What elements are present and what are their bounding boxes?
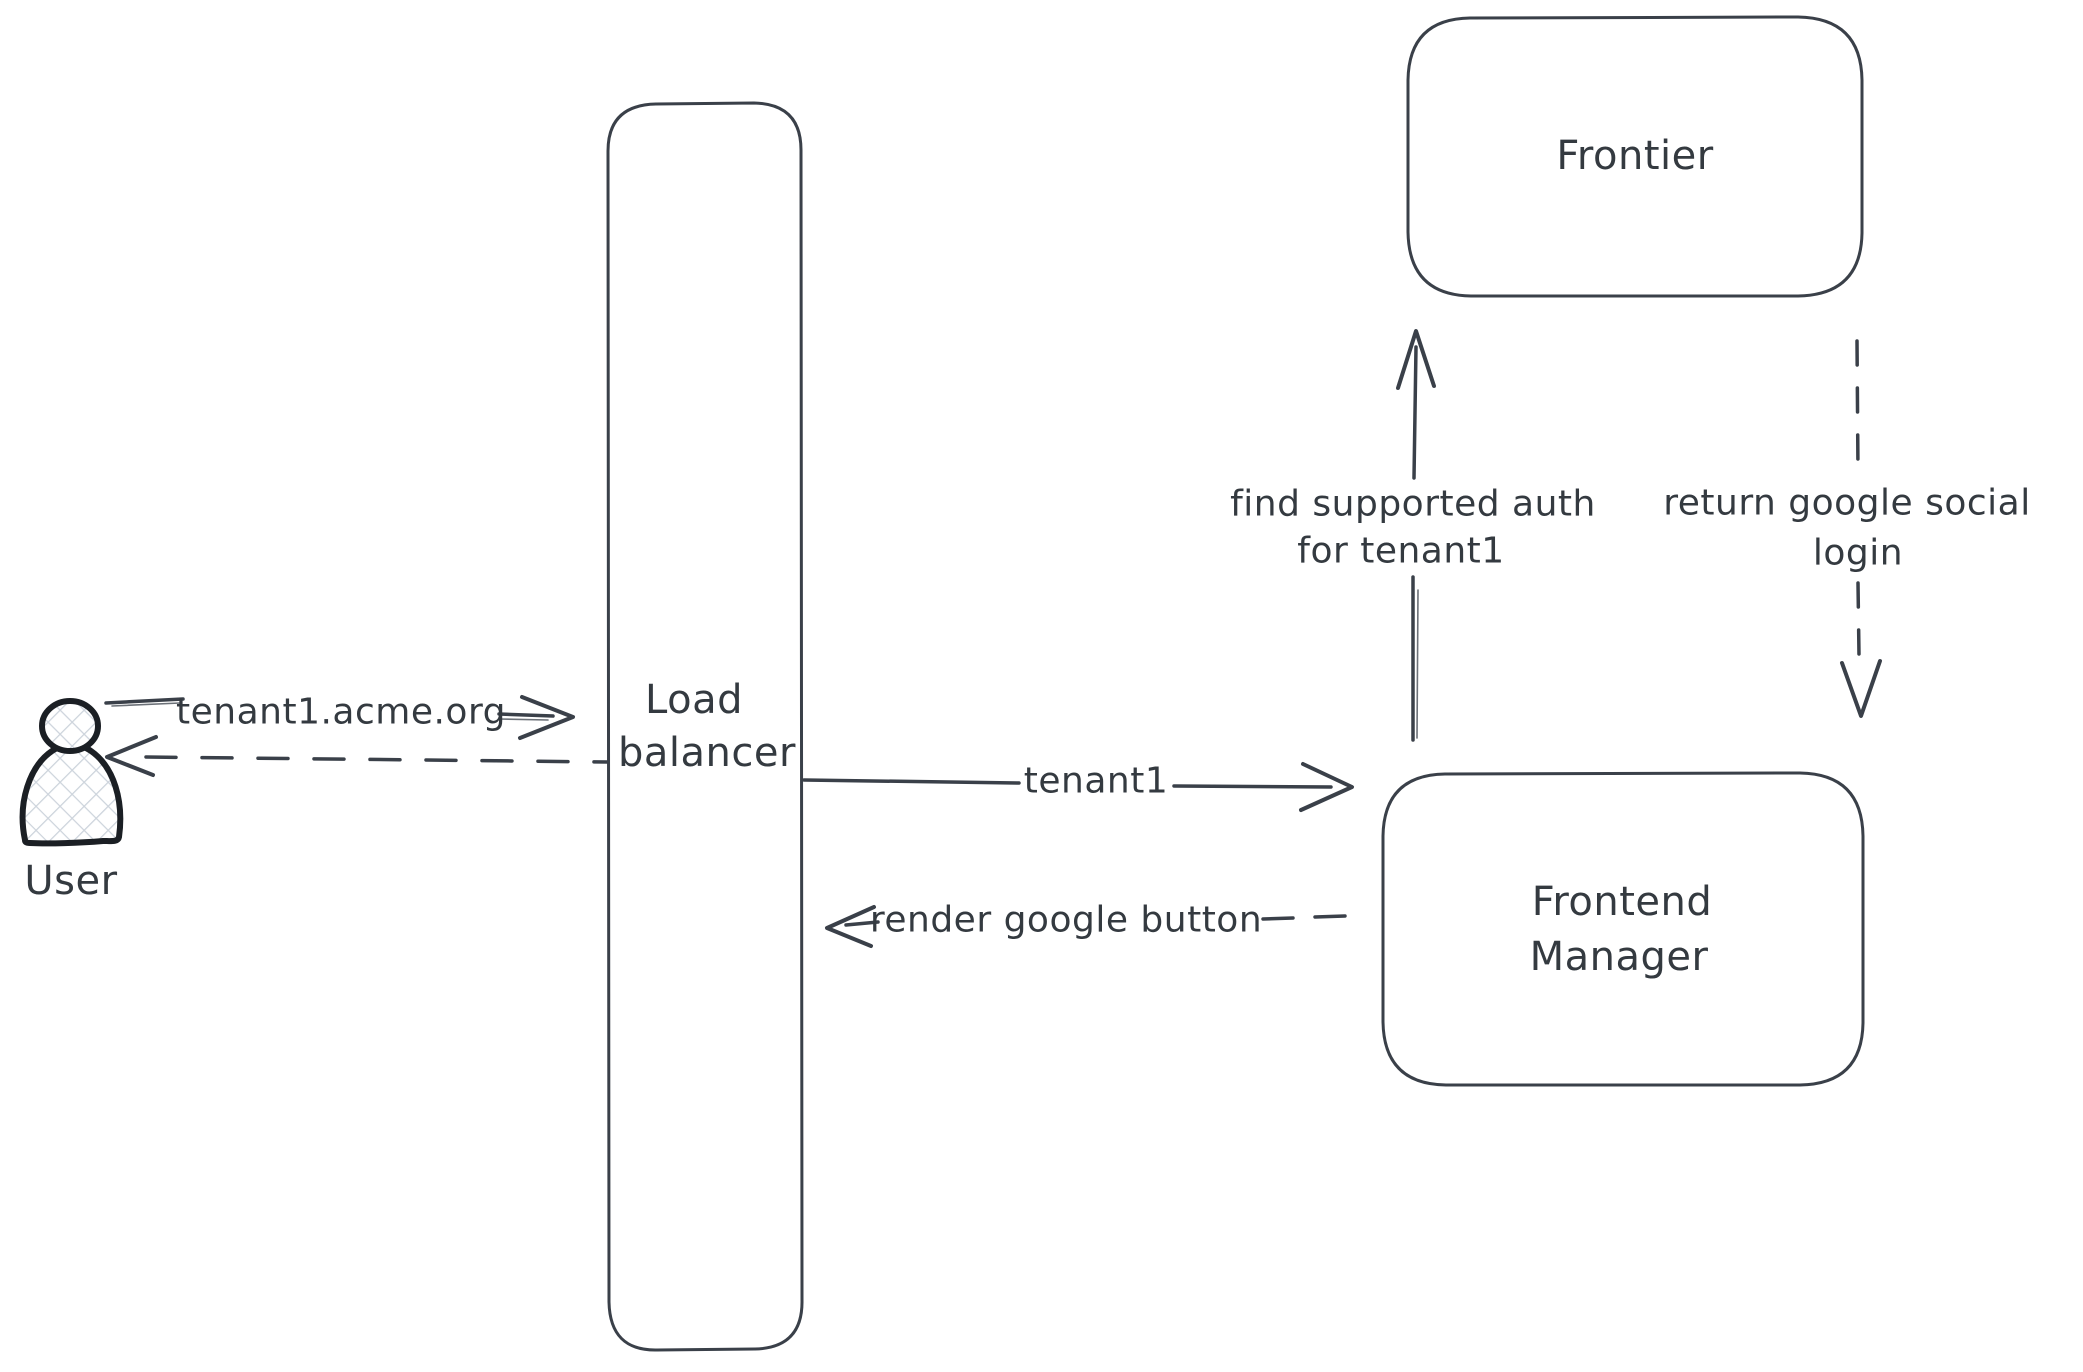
arrow-render-button-dash-left [844, 920, 880, 927]
arrow-response-arrowhead [105, 735, 158, 777]
node-frontend-manager: Frontend Manager [1381, 771, 1865, 1087]
arrow-render-button-arrowhead [825, 905, 876, 948]
arrow-find-auth-label-line2: for tenant1 [1297, 531, 1504, 572]
node-frontier: Frontier [1406, 15, 1864, 298]
arrow-return-login-label-line2: login [1813, 533, 1903, 574]
arrow-request-arrowhead [518, 695, 575, 740]
arrow-render-button-label: render google button [870, 900, 1262, 941]
arrow-request-line-right [497, 712, 555, 718]
user-label: User [24, 858, 117, 904]
load-balancer-label-line1: Load [645, 677, 743, 723]
user-body [19, 742, 124, 847]
arrow-find-auth-arrowhead [1396, 329, 1436, 390]
arrow-return-login-line-top [1855, 339, 1860, 474]
load-balancer-box [606, 101, 804, 1352]
arrow-render-button-dashes-right [1261, 914, 1347, 921]
frontier-box [1406, 15, 1864, 298]
frontier-label: Frontier [1556, 133, 1713, 179]
actor-user: User [19, 698, 124, 904]
arrow-find-auth: find supported auth for tenant1 [1230, 329, 1596, 742]
arrow-forward-line-left [802, 778, 1021, 785]
arrow-request-line-right-sketch [498, 718, 549, 721]
arrow-forward: tenant1 [802, 761, 1354, 812]
arrow-response-line [144, 755, 610, 764]
user-head [39, 698, 101, 754]
load-balancer-label-line2: balancer [618, 730, 796, 776]
arrow-forward-line-right [1172, 784, 1333, 789]
arrow-request-label: tenant1.acme.org [176, 692, 506, 733]
arrow-return-login: return google social login [1663, 339, 2031, 718]
frontend-manager-box [1381, 771, 1865, 1087]
node-load-balancer: Load balancer [606, 101, 804, 1352]
arrow-request-line-left-sketch [111, 702, 181, 707]
arrow-forward-label: tenant1 [1024, 761, 1168, 802]
arrow-find-auth-line-bottom-sketch [1416, 589, 1419, 739]
arrow-request-line-left [104, 697, 185, 705]
frontend-manager-label-line1: Frontend [1532, 879, 1713, 925]
arrow-find-auth-label-line1: find supported auth [1230, 484, 1596, 525]
arrow-return-login-line-bottom [1856, 581, 1861, 657]
frontend-manager-label-line2: Manager [1530, 934, 1709, 980]
arrow-render-button: render google button [825, 900, 1347, 948]
arrow-return-login-arrowhead [1840, 659, 1882, 718]
arrow-return-login-label-line1: return google social [1663, 483, 2031, 524]
arrow-forward-arrowhead [1299, 762, 1354, 812]
arrow-find-auth-line-top [1412, 345, 1418, 480]
arrow-response [105, 735, 610, 777]
arrow-request: tenant1.acme.org [104, 692, 575, 740]
